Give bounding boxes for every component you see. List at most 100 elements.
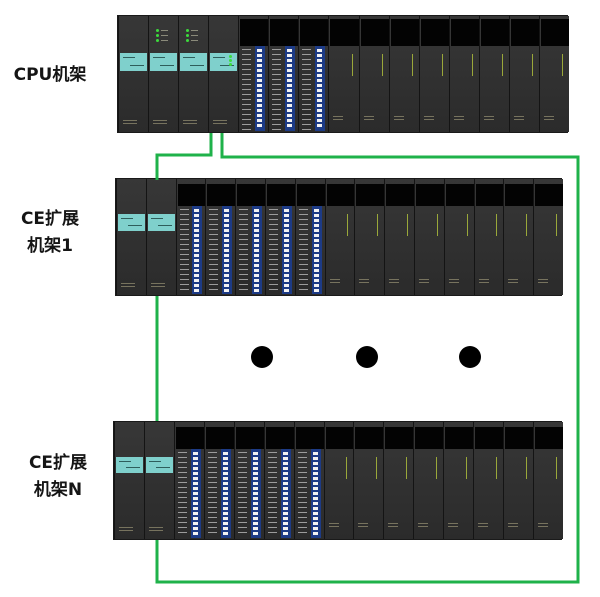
cpu-rack-slot-8-empty-module	[328, 16, 359, 132]
cpu-rack-label: CPU机架	[10, 62, 90, 89]
cpu-rack-slot-2-comm-module	[148, 16, 179, 132]
footer-text-lines	[358, 523, 369, 529]
slot-cover	[237, 184, 265, 206]
cpu-rack-slot-11-empty-module	[418, 16, 449, 132]
ce-rack-n-slot-2-interface-module	[143, 422, 174, 539]
ce-rack-n-slot-8-empty-module	[323, 422, 354, 539]
io-terminal-strip	[251, 206, 262, 294]
footer-text-lines	[513, 116, 524, 122]
band-text-line	[127, 225, 142, 226]
status-label-band	[145, 457, 173, 473]
module-tag-mark	[555, 214, 557, 236]
status-led	[229, 59, 233, 62]
channel-label-column	[239, 209, 249, 293]
footer-text-lines	[213, 120, 228, 126]
ce-rack-1-slot-6-io-module	[265, 179, 295, 295]
slot-cover	[356, 184, 385, 206]
footer-text-lines	[478, 523, 489, 529]
footer-text-lines	[359, 279, 370, 285]
module-tag-mark	[351, 54, 353, 76]
ce-rack-n-slot-11-empty-module	[413, 422, 444, 539]
ce-rack-1-slot-10-empty-module	[384, 179, 414, 295]
slot-cover	[240, 19, 269, 46]
ce-rack-1-slot-2-interface-module	[145, 179, 176, 295]
channel-label-column	[267, 452, 277, 537]
band-text-line	[123, 57, 135, 58]
ce-rack-1-slot-15-empty-module	[533, 179, 563, 295]
channel-label-column	[302, 49, 312, 130]
ce-rack-1-slot-8-empty-module	[324, 179, 355, 295]
status-led	[186, 34, 190, 37]
slot-cover	[505, 184, 534, 206]
footer-text-lines	[148, 527, 163, 533]
slot-cover	[535, 427, 563, 449]
cpu-rack-slot-7-io-module	[298, 16, 329, 132]
module-tag-mark	[526, 457, 528, 479]
module-tag-mark	[411, 54, 413, 76]
footer-text-lines	[333, 116, 344, 122]
channel-label-column	[209, 209, 219, 293]
footer-text-lines	[121, 283, 135, 289]
ce-rack-n-slot-9-empty-module	[353, 422, 384, 539]
footer-text-lines	[508, 523, 519, 529]
ce-rack-n-slot-1-power-module	[114, 422, 144, 539]
footer-text-lines	[329, 279, 340, 285]
cpu-rack-label-text: CPU机架	[13, 65, 87, 85]
module-tag-mark	[436, 214, 438, 236]
module-tag-mark	[555, 457, 557, 479]
footer-text-lines	[448, 279, 459, 285]
terminal-column	[283, 209, 289, 292]
slot-cover	[450, 19, 479, 46]
footer-text-lines	[183, 120, 198, 126]
ce-rack-n-slot-14-empty-module	[503, 422, 534, 539]
footer-text-lines	[453, 116, 464, 122]
slot-cover	[540, 19, 569, 46]
status-label-band	[116, 457, 143, 473]
footer-text-lines	[543, 116, 554, 122]
slot-cover	[386, 184, 414, 206]
band-text-line	[148, 461, 161, 462]
ellipsis-dot-1	[251, 346, 273, 368]
ce-rack-1-label-line2: 机架1	[27, 236, 73, 256]
ce-rack-n-slot-7-io-module	[293, 422, 324, 539]
ce-rack-1-slot-14-empty-module	[503, 179, 534, 295]
band-text-line	[121, 218, 133, 219]
footer-text-lines	[418, 523, 429, 529]
led-label-line	[161, 40, 169, 41]
terminal-column	[257, 49, 263, 129]
slot-cover	[505, 427, 534, 449]
slot-cover	[325, 427, 354, 449]
led-label-line	[191, 40, 199, 41]
ce-rack-1-slot-4-io-module	[205, 179, 236, 295]
footer-text-lines	[448, 523, 459, 529]
ce-rack-1-slot-9-empty-module	[354, 179, 385, 295]
module-tag-mark	[466, 214, 468, 236]
terminal-column	[224, 209, 230, 292]
cpu-rack-slot-9-empty-module	[358, 16, 389, 132]
ce-rack-1-slot-3-io-module	[175, 179, 206, 295]
ce-rack-1-slot-7-io-module	[294, 179, 325, 295]
band-text-line	[183, 57, 196, 58]
slot-cover	[475, 184, 504, 206]
footer-text-lines	[328, 523, 339, 529]
ellipsis-dot-2	[356, 346, 378, 368]
cpu-rack-slot-4-cpu-module	[208, 16, 239, 132]
slot-cover	[480, 19, 509, 46]
io-terminal-strip	[255, 46, 266, 131]
footer-text-lines	[389, 279, 400, 285]
cpu-rack-slot-14-empty-module	[508, 16, 539, 132]
slot-cover	[265, 427, 294, 449]
slot-cover	[445, 427, 474, 449]
io-terminal-strip	[310, 449, 321, 538]
module-tag-mark	[346, 457, 348, 479]
status-label-band	[120, 53, 148, 71]
ce-rack-n-slot-6-io-module	[263, 422, 294, 539]
ce-rack-1-label: CE扩展 机架1	[10, 206, 90, 260]
slot-cover	[420, 19, 449, 46]
io-terminal-strip	[192, 206, 203, 294]
io-terminal-strip	[190, 449, 201, 538]
slot-cover	[355, 427, 384, 449]
io-terminal-strip	[280, 449, 291, 538]
ce-rack-n-slot-13-empty-module	[473, 422, 504, 539]
